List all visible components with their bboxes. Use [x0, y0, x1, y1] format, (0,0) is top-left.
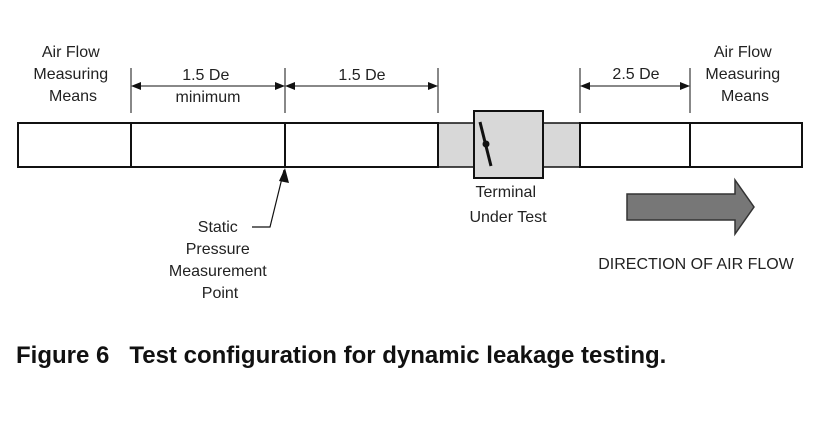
figure-caption: Figure 6 Test configuration for dynamic l…: [16, 340, 806, 372]
static-pressure-leader: [252, 169, 285, 228]
dimension-label-1: 1.5 De minimum: [176, 67, 241, 106]
direction-arrow: [626, 177, 755, 237]
terminal-outlet-section: [542, 122, 581, 168]
left-means-label: Air Flow Measuring Means: [33, 44, 112, 105]
dimension-label-3: 2.5 De: [612, 66, 659, 83]
static-point-label: Static Pressure Measurement Point: [169, 219, 271, 302]
static-pressure-arrowhead: [279, 168, 289, 183]
right-means-label: Air Flow Measuring Means: [705, 44, 784, 105]
direction-label: DIRECTION OF AIR FLOW: [598, 256, 794, 273]
figure-number: Figure 6: [16, 342, 110, 369]
terminal-inlet-section: [437, 122, 475, 168]
damper-pivot: [482, 140, 490, 148]
upstream-duct: [17, 122, 439, 168]
figure-title: Test configuration for dynamic leakage t…: [129, 342, 667, 369]
terminal-label: Terminal Under Test: [469, 184, 547, 226]
dimension-label-2: 1.5 De: [338, 67, 385, 84]
